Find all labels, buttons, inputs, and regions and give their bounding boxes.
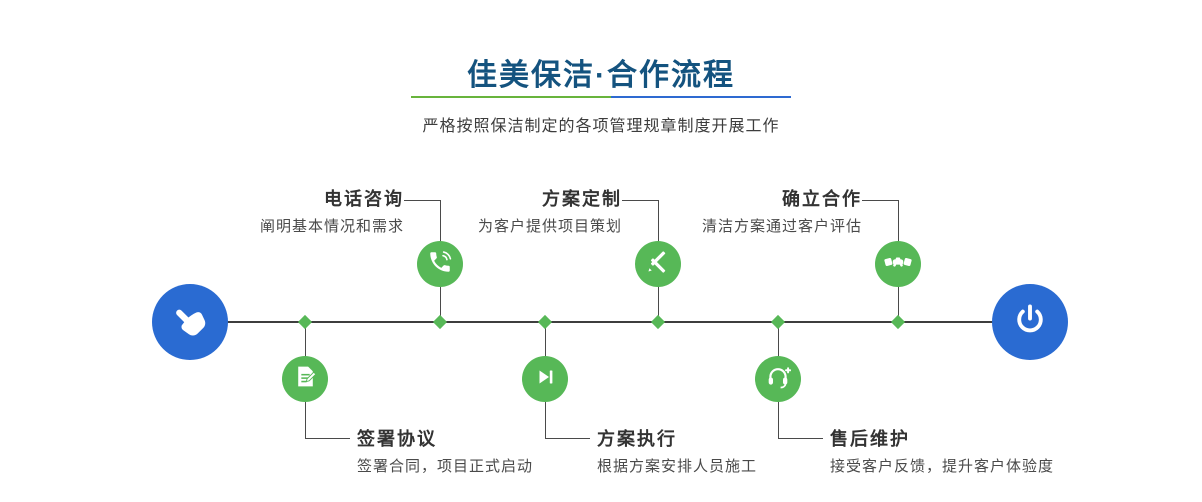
power-icon bbox=[1012, 302, 1048, 343]
step-desc: 接受客户反馈，提升客户体验度 bbox=[830, 458, 1055, 475]
step-circle-service bbox=[755, 356, 801, 402]
step-connector bbox=[404, 200, 441, 242]
step-title: 方案定制 bbox=[542, 189, 622, 209]
step-desc: 签署合同，项目正式启动 bbox=[357, 458, 534, 475]
step-desc: 根据方案安排人员施工 bbox=[597, 458, 758, 475]
phone-icon bbox=[427, 249, 453, 280]
step-stem bbox=[657, 262, 659, 322]
step-connector bbox=[622, 200, 659, 242]
step-stem bbox=[777, 322, 779, 380]
design-icon bbox=[645, 249, 671, 280]
step-circle-execute bbox=[522, 356, 568, 402]
start-node bbox=[152, 284, 228, 360]
timeline-diamond bbox=[297, 314, 313, 330]
step-title: 签署协议 bbox=[357, 429, 437, 449]
timeline-diamond bbox=[537, 314, 553, 330]
end-node bbox=[992, 284, 1068, 360]
divider-green-segment bbox=[411, 96, 611, 98]
timeline-line bbox=[190, 321, 1032, 323]
step-connector bbox=[862, 200, 899, 242]
step-connector bbox=[778, 402, 823, 439]
step-circle-handshake bbox=[875, 241, 921, 287]
step-stem bbox=[439, 262, 441, 322]
step-label: 电话咨询 阐明基本情况和需求 bbox=[260, 187, 404, 237]
step-stem bbox=[544, 322, 546, 380]
step-circle-design bbox=[635, 241, 681, 287]
step-stem bbox=[304, 322, 306, 380]
execute-icon bbox=[533, 365, 557, 394]
step-desc: 为客户提供项目策划 bbox=[477, 218, 622, 235]
step-label: 确立合作 清洁方案通过客户评估 bbox=[702, 187, 862, 237]
page-subtitle: 严格按照保洁制定的各项管理规章制度开展工作 bbox=[422, 118, 780, 135]
title-divider bbox=[411, 96, 791, 98]
step-label: 方案定制 为客户提供项目策划 bbox=[478, 187, 622, 237]
step-stem bbox=[897, 262, 899, 322]
step-desc: 阐明基本情况和需求 bbox=[259, 218, 404, 235]
page-title: 佳美保洁·合作流程 bbox=[467, 59, 735, 92]
hand-pointer-icon bbox=[170, 300, 210, 345]
contract-icon bbox=[293, 364, 318, 394]
service-icon bbox=[765, 364, 792, 395]
step-circle-contract bbox=[282, 356, 328, 402]
step-label: 签署协议 签署合同，项目正式启动 bbox=[357, 427, 533, 477]
timeline-diamond bbox=[890, 314, 906, 330]
step-title: 方案执行 bbox=[597, 429, 677, 449]
step-title: 售后维护 bbox=[830, 429, 910, 449]
step-label: 方案执行 根据方案安排人员施工 bbox=[597, 427, 757, 477]
divider-blue-segment bbox=[611, 96, 791, 98]
step-label: 售后维护 接受客户反馈，提升客户体验度 bbox=[830, 427, 1054, 477]
step-title: 确立合作 bbox=[782, 189, 862, 209]
step-connector bbox=[545, 402, 590, 439]
handshake-icon bbox=[884, 253, 912, 276]
timeline-diamond bbox=[650, 314, 666, 330]
step-desc: 清洁方案通过客户评估 bbox=[701, 218, 862, 235]
timeline-diamond bbox=[770, 314, 786, 330]
step-circle-phone bbox=[417, 241, 463, 287]
step-title: 电话咨询 bbox=[324, 189, 404, 209]
timeline-diamond bbox=[432, 314, 448, 330]
step-connector bbox=[305, 402, 350, 439]
